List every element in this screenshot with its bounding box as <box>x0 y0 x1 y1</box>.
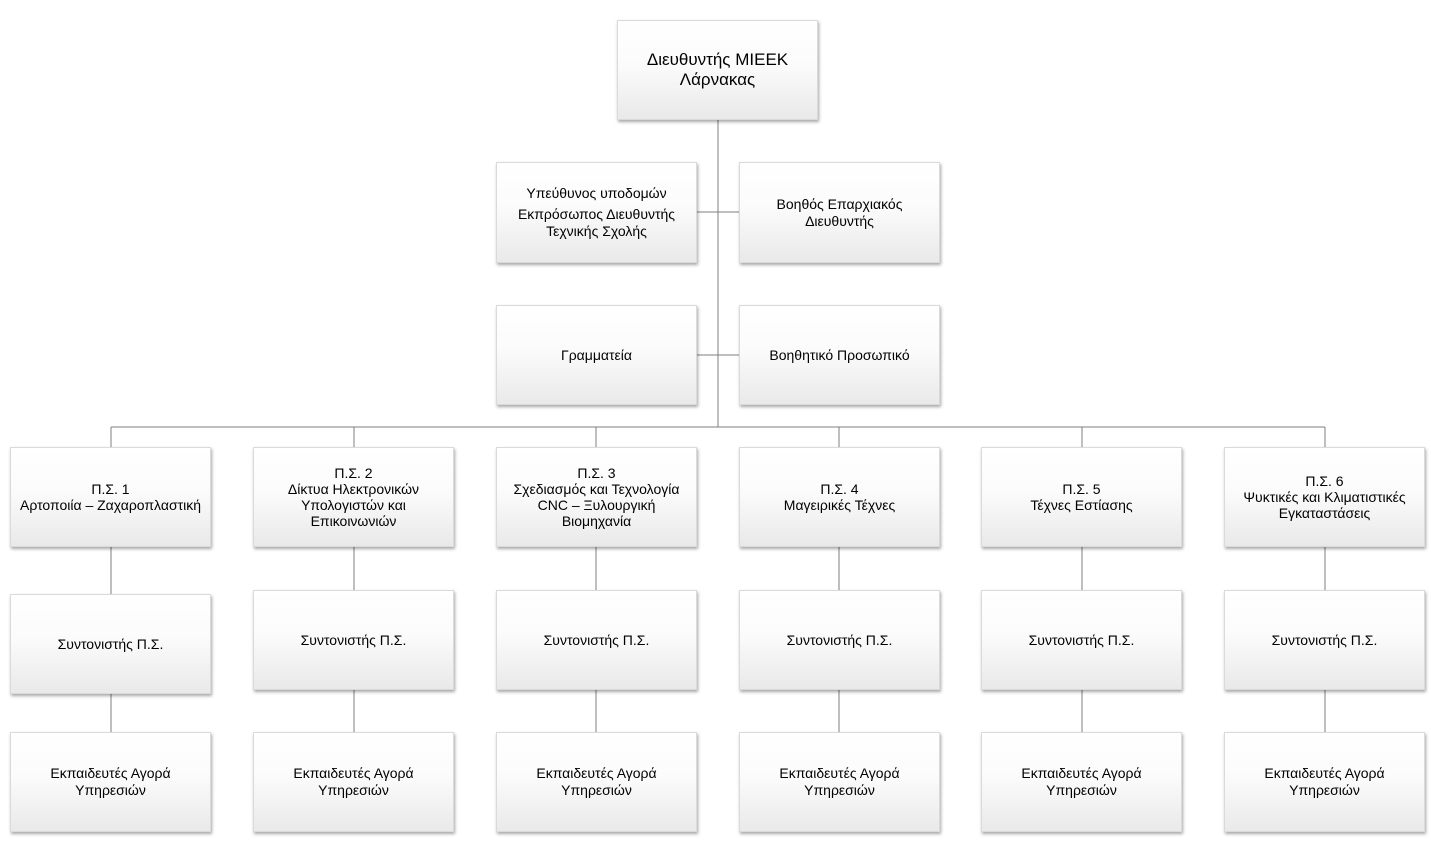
trainers-box-4: Εκπαιδευτές Αγορά Υπηρεσιών <box>739 732 940 832</box>
program-code: Π.Σ. 4 <box>820 481 859 497</box>
assistant-director-line1: Βοηθός Επαρχιακός <box>776 195 903 212</box>
trainers-box-6: Εκπαιδευτές Αγορά Υπηρεσιών <box>1224 732 1425 832</box>
coordinator-box-1: Συντονιστής Π.Σ. <box>10 594 211 694</box>
program-name-line: Μαγειρικές Τέχνες <box>783 497 896 513</box>
infrastructure-title: Υπεύθυνος υποδομών <box>526 185 667 201</box>
trainers-line1: Εκπαιδευτές Αγορά <box>1264 765 1385 781</box>
program-box-4: Π.Σ. 4 Μαγειρικές Τέχνες <box>739 447 940 547</box>
program-box-6: Π.Σ. 6 Ψυκτικές και Κλιματιστικές Εγκατα… <box>1224 447 1425 547</box>
trainers-box-2: Εκπαιδευτές Αγορά Υπηρεσιών <box>253 732 454 832</box>
coordinator-label: Συντονιστής Π.Σ. <box>543 631 650 648</box>
program-code: Π.Σ. 6 <box>1305 473 1344 489</box>
director-location: Λάρνακας <box>679 70 756 89</box>
coordinator-box-6: Συντονιστής Π.Σ. <box>1224 590 1425 690</box>
trainers-box-3: Εκπαιδευτές Αγορά Υπηρεσιών <box>496 732 697 832</box>
support-staff-label: Βοηθητικό Προσωπικό <box>769 346 910 363</box>
secretariat-label: Γραμματεία <box>561 346 632 363</box>
program-box-1: Π.Σ. 1 Αρτοποιία – Ζαχαροπλαστική <box>10 447 211 547</box>
program-code: Π.Σ. 5 <box>1062 481 1101 497</box>
trainers-line2: Υπηρεσιών <box>561 782 632 798</box>
coordinator-box-5: Συντονιστής Π.Σ. <box>981 590 1182 690</box>
trainers-box-1: Εκπαιδευτές Αγορά Υπηρεσιών <box>10 732 211 832</box>
program-name-line: Βιομηχανία <box>561 513 632 529</box>
trainers-line2: Υπηρεσιών <box>1046 782 1117 798</box>
coordinator-box-2: Συντονιστής Π.Σ. <box>253 590 454 690</box>
trainers-line1: Εκπαιδευτές Αγορά <box>536 765 657 781</box>
secretariat-box: Γραμματεία <box>496 305 697 405</box>
program-name-line: Αρτοποιία – Ζαχαροπλαστική <box>19 497 202 513</box>
trainers-line1: Εκπαιδευτές Αγορά <box>50 765 171 781</box>
trainers-line2: Υπηρεσιών <box>75 782 146 798</box>
director-title: Διευθυντής ΜΙΕΕΚ <box>646 50 789 69</box>
program-name-line: Ψυκτικές και Κλιματιστικές <box>1243 489 1406 505</box>
program-code: Π.Σ. 3 <box>577 465 616 481</box>
assistant-director-line2: Διευθυντής <box>805 212 874 229</box>
trainers-line1: Εκπαιδευτές Αγορά <box>779 765 900 781</box>
trainers-line1: Εκπαιδευτές Αγορά <box>293 765 414 781</box>
coordinator-label: Συντονιστής Π.Σ. <box>1028 631 1135 648</box>
director-box: Διευθυντής ΜΙΕΕΚ Λάρνακας <box>617 20 818 120</box>
program-box-5: Π.Σ. 5 Τέχνες Εστίασης <box>981 447 1182 547</box>
trainers-line1: Εκπαιδευτές Αγορά <box>1021 765 1142 781</box>
program-name-line: CNC – Ξυλουργική <box>537 497 656 513</box>
coordinator-label: Συντονιστής Π.Σ. <box>1271 631 1378 648</box>
program-name-line: Τέχνες Εστίασης <box>1030 497 1133 513</box>
program-name-line: Σχεδιασμός και Τεχνολογία <box>513 481 680 497</box>
program-name-line: Δίκτυα Ηλεκτρονικών <box>287 481 420 497</box>
trainers-line2: Υπηρεσιών <box>804 782 875 798</box>
coordinator-box-4: Συντονιστής Π.Σ. <box>739 590 940 690</box>
coordinator-box-3: Συντονιστής Π.Σ. <box>496 590 697 690</box>
support-staff-box: Βοηθητικό Προσωπικό <box>739 305 940 405</box>
trainers-box-5: Εκπαιδευτές Αγορά Υπηρεσιών <box>981 732 1182 832</box>
trainers-line2: Υπηρεσιών <box>1289 782 1360 798</box>
program-box-3: Π.Σ. 3 Σχεδιασμός και Τεχνολογία CNC – Ξ… <box>496 447 697 547</box>
program-code: Π.Σ. 1 <box>91 481 130 497</box>
coordinator-label: Συντονιστής Π.Σ. <box>786 631 893 648</box>
program-name-line: Υπολογιστών και <box>301 497 406 513</box>
assistant-director-box: Βοηθός Επαρχιακός Διευθυντής <box>739 162 940 263</box>
infrastructure-school: Τεχνικής Σχολής <box>546 223 647 239</box>
program-name-line: Εγκαταστάσεις <box>1278 505 1371 521</box>
program-box-2: Π.Σ. 2 Δίκτυα Ηλεκτρονικών Υπολογιστών κ… <box>253 447 454 547</box>
program-code: Π.Σ. 2 <box>334 465 373 481</box>
trainers-line2: Υπηρεσιών <box>318 782 389 798</box>
coordinator-label: Συντονιστής Π.Σ. <box>300 631 407 648</box>
infrastructure-role: Εκπρόσωπος Διευθυντής <box>517 206 676 222</box>
program-name-line: Επικοινωνιών <box>310 513 397 529</box>
coordinator-label: Συντονιστής Π.Σ. <box>57 635 164 652</box>
infrastructure-box: Υπεύθυνος υποδομών Εκπρόσωπος Διευθυντής… <box>496 162 697 263</box>
